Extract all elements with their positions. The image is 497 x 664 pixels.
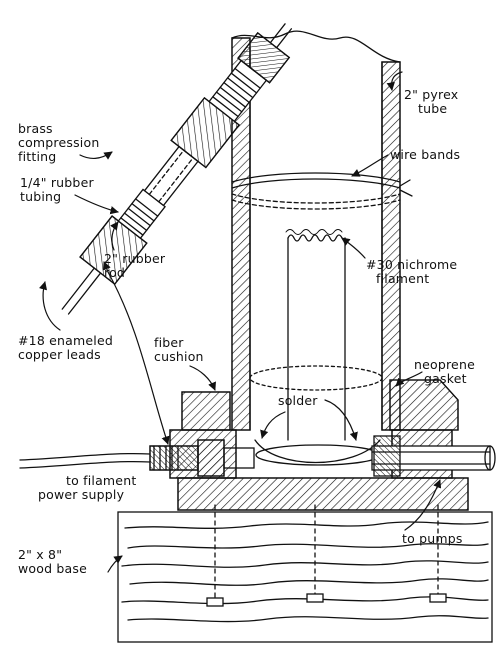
rubber-rod-line-1: 2" rubber [104, 251, 166, 266]
brass-fitting-label: brass compression fitting [18, 122, 99, 164]
rubber-rod-label: 2" rubber rod [104, 252, 165, 280]
pyrex-tube-label: 2" pyrex tube [404, 88, 458, 116]
rubber-tubing-line-2: tubing [20, 189, 62, 204]
fiber-cushion-line-2: cushion [154, 349, 204, 364]
power-supply-line-2: power supply [38, 487, 125, 502]
fiber-cushion-line-1: fiber [154, 335, 184, 350]
exploded-fitting [61, 23, 293, 315]
neoprene-label: neoprene gasket [414, 358, 475, 386]
pumps-label: to pumps [402, 531, 463, 546]
rubber-tubing-line-1: 1/4" rubber [20, 175, 94, 190]
wire-bands-label: wire bands [390, 147, 461, 162]
solder-label: solder [278, 393, 318, 408]
pump-pipe [371, 435, 496, 477]
neoprene-line-1: neoprene [414, 357, 475, 372]
neoprene-line-2: gasket [424, 371, 467, 386]
leader-lines [38, 71, 442, 573]
nichrome-line-1: #30 nichrome [366, 257, 458, 272]
wood-base-label: 2" x 8" wood base [18, 548, 87, 576]
nichrome-line-2: filament [376, 271, 430, 286]
wood-base-line-2: wood base [18, 561, 88, 576]
base-plate [177, 477, 469, 511]
brass-fitting-line-1: brass [18, 121, 53, 136]
fiber-cushion-label: fiber cushion [154, 336, 204, 364]
wire-bands [231, 172, 413, 210]
pyrex-tube-line-2: tube [418, 101, 448, 116]
pyrex-tube-line-1: 2" pyrex [404, 87, 459, 102]
wood-base-line-1: 2" x 8" [18, 547, 63, 562]
rubber-tubing-label: 1/4" rubber tubing [20, 176, 94, 204]
wood-base [117, 504, 493, 643]
enameled-leads-line-2: copper leads [18, 347, 101, 362]
rubber-rod-line-2: rod [104, 265, 126, 280]
enameled-leads-line-1: #18 enameled [18, 333, 113, 348]
nichrome-label: #30 nichrome filament [366, 258, 457, 286]
pyrex-tube [231, 30, 401, 431]
brass-fitting-line-2: compression [18, 135, 100, 150]
power-supply-label: to filament power supply [38, 474, 136, 502]
power-supply-line-1: to filament [66, 473, 137, 488]
filament-assembly [249, 229, 383, 466]
feedthrough [19, 439, 255, 477]
brass-fitting-line-3: fitting [18, 149, 57, 164]
enameled-leads-label: #18 enameled copper leads [18, 334, 113, 362]
